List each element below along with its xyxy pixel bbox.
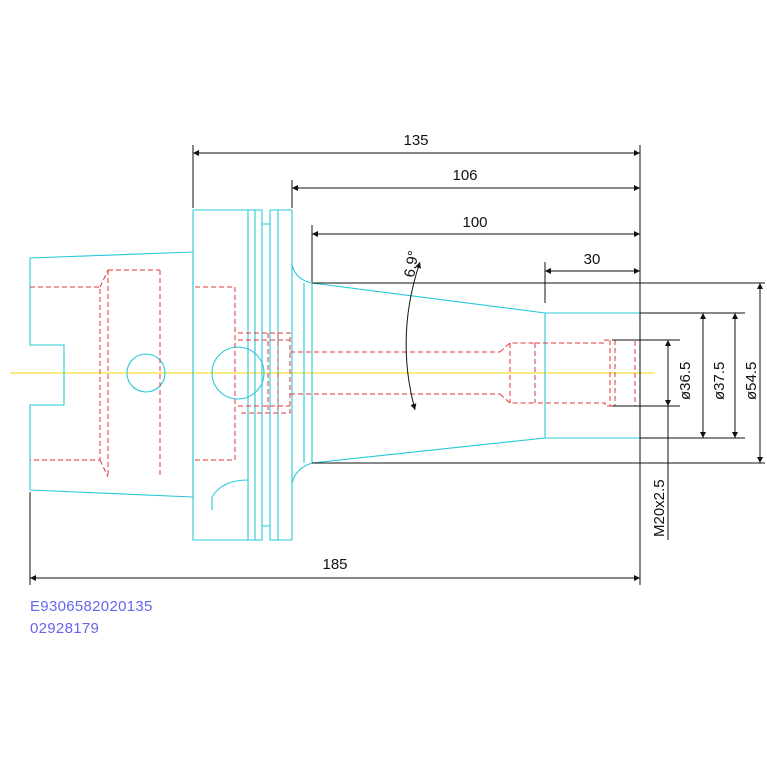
dim-100: 100 [462, 214, 487, 231]
hidden-lines [30, 269, 636, 478]
dimension-lines [29, 145, 765, 585]
dim-taper-angle: 6.9° [401, 249, 422, 278]
dim-185: 185 [322, 556, 347, 573]
order-number: 02928179 [30, 620, 100, 637]
dim-30: 30 [584, 251, 601, 268]
dim-dia-36-5: ø36.5 [677, 362, 694, 400]
dim-dia-37-5: ø37.5 [711, 362, 728, 400]
article-code: E9306582020135 [30, 598, 153, 615]
dim-thread: M20x2.5 [651, 479, 668, 537]
dim-dia-54-5: ø54.5 [743, 362, 760, 400]
dim-135: 135 [403, 132, 428, 149]
holder-outline [29, 209, 641, 541]
dim-106: 106 [452, 167, 477, 184]
